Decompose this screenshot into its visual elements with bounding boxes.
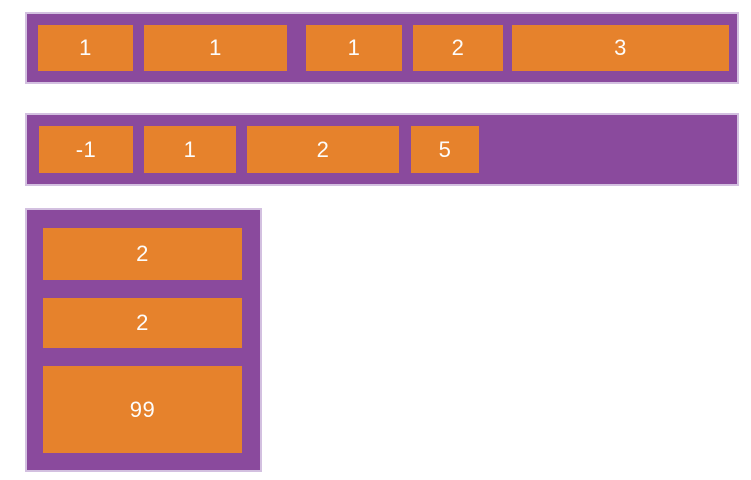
flex-item-label: -1 — [75, 136, 97, 162]
flex-item: 5 — [411, 126, 479, 173]
flex-item: 2 — [413, 25, 503, 71]
flex-item-label: 99 — [129, 396, 156, 422]
flex-item: 2 — [43, 298, 242, 348]
flex-item-label: 1 — [209, 35, 222, 60]
flex-item-label: 5 — [438, 136, 452, 162]
flex-item: 2 — [43, 228, 242, 280]
flex-item: 1 — [306, 25, 402, 71]
flex-item: 1 — [38, 25, 133, 71]
flex-item: 99 — [43, 366, 242, 453]
flex-item-label: 1 — [79, 35, 92, 60]
flex-item-label: 3 — [614, 35, 627, 60]
flex-container-row-top: 1 1 1 2 3 — [27, 14, 737, 82]
flex-item: 1 — [144, 126, 236, 173]
flex-item: -1 — [39, 126, 133, 173]
flex-item-label: 2 — [136, 241, 149, 266]
flex-item-label: 1 — [183, 136, 197, 162]
flex-item: 3 — [512, 25, 729, 71]
flex-item: 1 — [144, 25, 287, 71]
flex-item-label: 2 — [316, 136, 330, 162]
flex-container-column-bottom: 2 2 99 — [27, 210, 260, 470]
flex-item-label: 1 — [347, 35, 361, 60]
flex-container-row-middle: -1 1 2 5 — [27, 115, 737, 184]
flex-item-label: 2 — [451, 35, 465, 60]
flex-item-label: 2 — [136, 310, 149, 335]
flex-item: 2 — [247, 126, 399, 173]
